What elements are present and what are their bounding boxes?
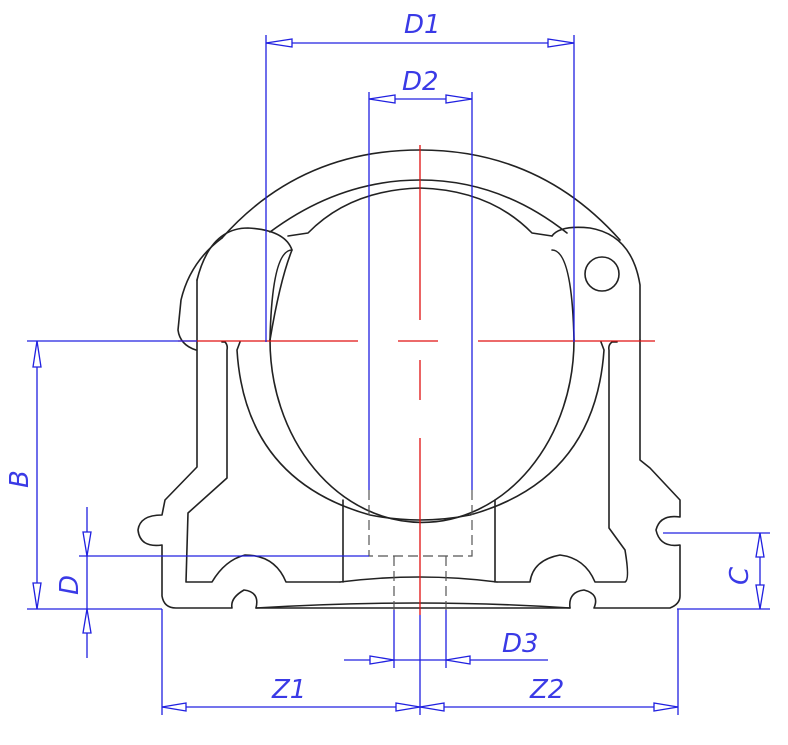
dimension-label-d1: D1 <box>404 10 441 40</box>
hidden-lines <box>368 490 473 610</box>
center-lines <box>178 145 655 615</box>
dimension-label-z2: Z2 <box>529 675 564 705</box>
bolt-hole <box>584 256 620 292</box>
clamp-upper-part <box>177 149 641 351</box>
dimension-label-d: D <box>55 575 85 595</box>
dimension-lines <box>27 35 770 715</box>
base-profile <box>137 279 681 609</box>
dimension-label-c: C <box>725 566 755 585</box>
dimension-label-d3: D3 <box>502 629 539 659</box>
dimension-label-d2: D2 <box>402 67 439 97</box>
dimension-label-z1: Z1 <box>271 675 306 705</box>
dimension-label-b: B <box>5 470 35 488</box>
